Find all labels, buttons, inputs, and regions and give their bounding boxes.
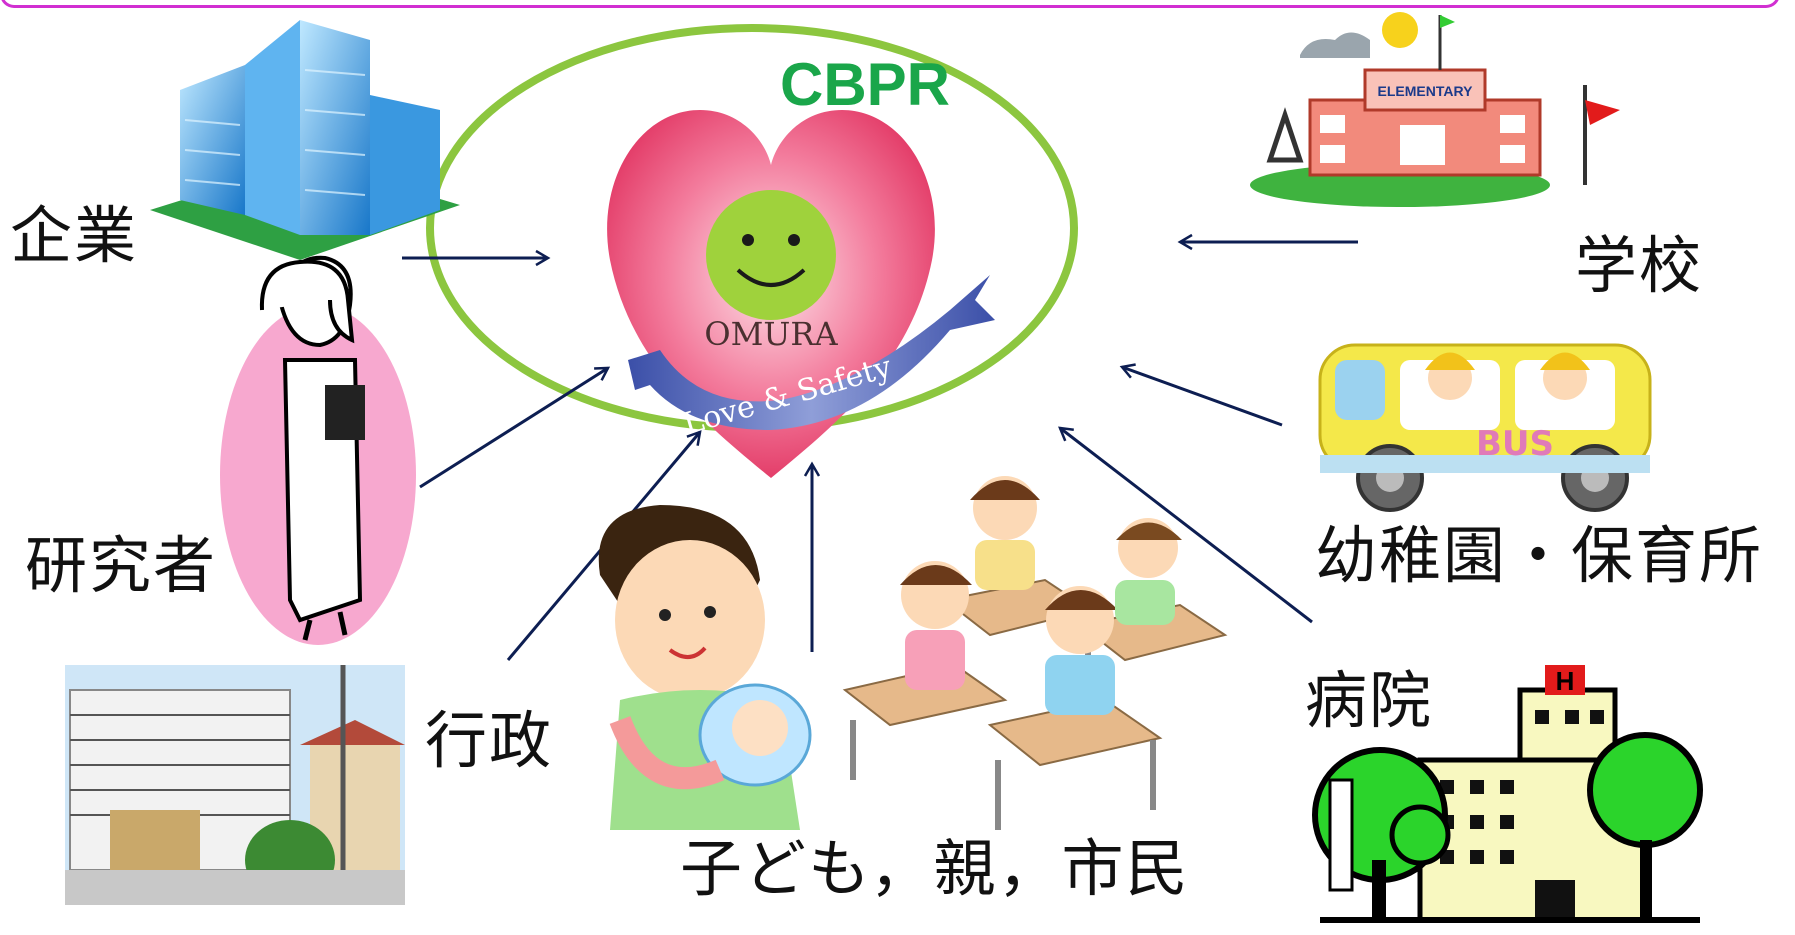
city-hall-illustration (65, 665, 405, 905)
label-kindergarten: 幼稚園・保育所 (1315, 519, 1764, 592)
elementary-sign: ELEMENTARY (1378, 83, 1474, 99)
label-hospital: 病院 (1305, 664, 1434, 737)
omura-text: OMURA (704, 315, 838, 353)
omura-heart-logo (607, 110, 995, 478)
label-company: 企業 (10, 199, 139, 272)
label-researcher: 研究者 (25, 529, 218, 602)
school-bus-illustration (1318, 343, 1652, 512)
smiley-face-icon (706, 190, 836, 320)
red-flag-icon (1585, 100, 1620, 125)
label-government: 行政 (425, 704, 554, 777)
researcher-illustration (220, 255, 416, 645)
ribbon (628, 275, 995, 430)
label-citizens: 子ども，親，市民 (680, 832, 1190, 905)
arrow-kindergarten (1119, 363, 1283, 427)
sun-icon (1382, 12, 1418, 48)
hospital-building-illustration: H (1312, 665, 1703, 923)
arrow-hospital (1058, 426, 1313, 624)
classroom-illustration (842, 476, 1228, 830)
office-building-icon (150, 20, 460, 260)
bus-sign: BUS (1476, 424, 1554, 464)
mother-baby-illustration (598, 505, 812, 830)
elementary-school-illustration (1250, 12, 1620, 207)
h-sign-icon (1545, 665, 1585, 695)
tree-icon (1587, 732, 1703, 848)
svg-text:H: H (1556, 666, 1575, 696)
cbpr-title: CBPR (780, 51, 951, 118)
arrow-researcher (419, 366, 611, 489)
label-school: 学校 (1575, 229, 1704, 302)
